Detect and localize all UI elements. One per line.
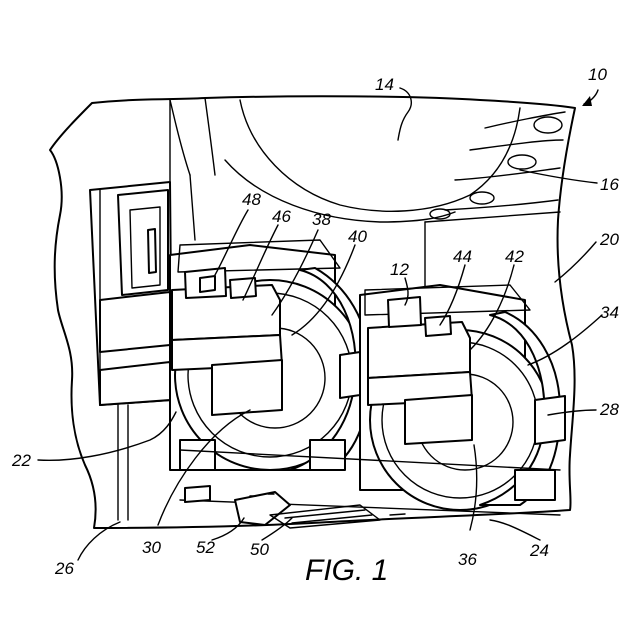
label-30: 30 — [142, 538, 161, 557]
label-34: 34 — [600, 303, 619, 322]
left-coil-assembly — [170, 240, 370, 470]
label-22: 22 — [11, 451, 31, 470]
label-38: 38 — [312, 210, 331, 229]
label-10: 10 — [588, 65, 607, 84]
label-50: 50 — [250, 540, 269, 559]
label-46: 46 — [272, 207, 291, 226]
label-16: 16 — [600, 175, 619, 194]
label-48: 48 — [242, 190, 261, 209]
label-42: 42 — [505, 247, 524, 266]
label-36: 36 — [458, 550, 477, 569]
label-40: 40 — [348, 227, 367, 246]
side-bracket — [90, 182, 172, 520]
label-26: 26 — [54, 559, 74, 578]
label-24: 24 — [529, 541, 549, 560]
label-14: 14 — [375, 75, 394, 94]
label-28: 28 — [599, 400, 619, 419]
label-52: 52 — [196, 538, 215, 557]
right-coil-assembly — [360, 285, 565, 510]
label-20: 20 — [599, 230, 619, 249]
label-44: 44 — [453, 247, 472, 266]
label-12: 12 — [390, 260, 409, 279]
figure-caption: FIG. 1 — [305, 554, 388, 587]
